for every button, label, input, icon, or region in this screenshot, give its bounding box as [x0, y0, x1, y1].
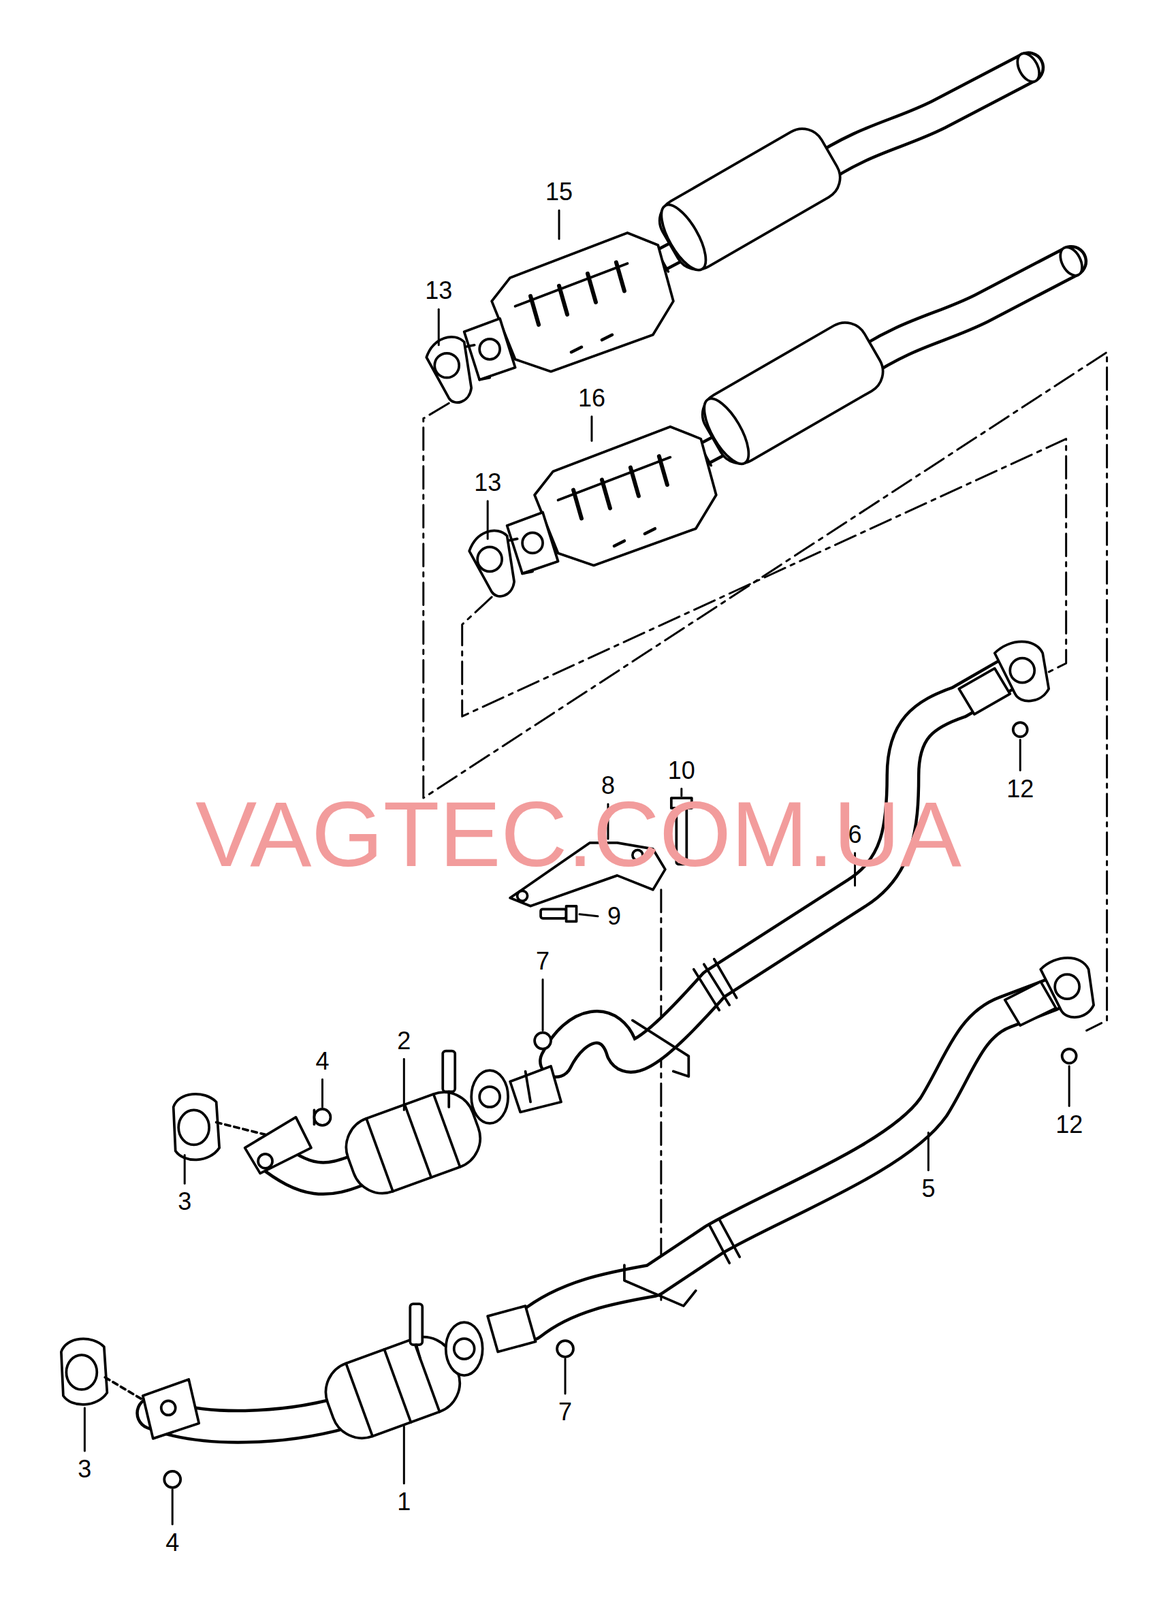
callout-number: 12: [1055, 1112, 1083, 1138]
callout-number: 7: [558, 1400, 572, 1425]
callout-number: 4: [165, 1530, 180, 1556]
watermark: VAGTEC.COM.UA: [195, 788, 962, 881]
callout-number: 2: [396, 1028, 411, 1054]
callout-number: 13: [424, 278, 453, 304]
callout-number: 5: [921, 1176, 935, 1202]
callout-number: 16: [578, 386, 606, 411]
rear-muffler-15: [426, 49, 1044, 403]
callout-number: 1: [396, 1489, 411, 1515]
callout-number: 3: [77, 1457, 92, 1482]
callout-number: 10: [668, 758, 696, 784]
rear-muffler-16: [469, 243, 1087, 597]
callout-number: 9: [607, 904, 622, 929]
callout-number: 3: [177, 1189, 192, 1215]
callout-number: 7: [535, 949, 550, 974]
callout-number: 12: [1006, 776, 1034, 802]
callout-number: 13: [473, 470, 502, 496]
callout-number: 15: [545, 179, 573, 205]
callout-number: 4: [315, 1049, 329, 1074]
